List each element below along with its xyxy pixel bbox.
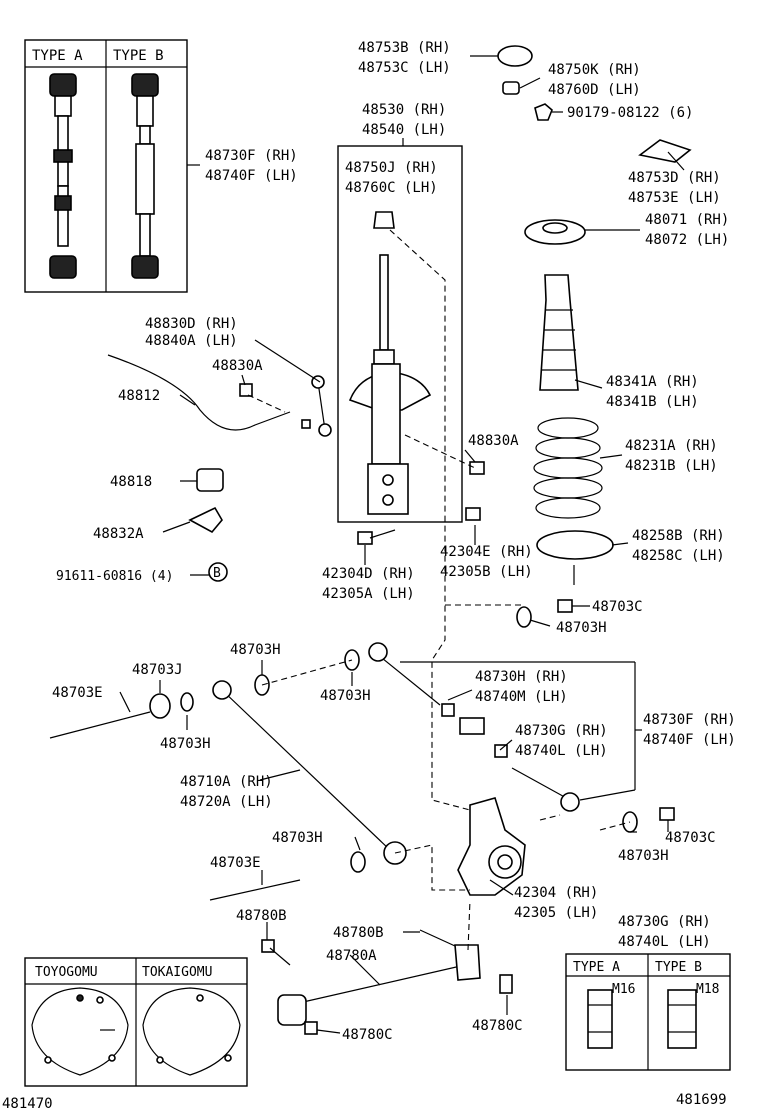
- label-48730H: 48730H (RH): [475, 669, 568, 685]
- label-48818: 48818: [110, 474, 152, 490]
- label-42304D: 42304D (RH): [322, 566, 415, 582]
- label-48740F-mid: 48740F (LH): [643, 732, 736, 748]
- label-48730F-top: 48730F (RH): [205, 148, 298, 164]
- label-48258B: 48258B (RH): [632, 528, 725, 544]
- label-48760C: 48760C (LH): [345, 180, 438, 196]
- dust-boot-illustration: [539, 274, 579, 391]
- label-42305: 42305 (LH): [514, 905, 598, 921]
- label-48072: 48072 (LH): [645, 232, 729, 248]
- type-a-size: M16: [612, 982, 635, 997]
- label-48703E-b: 48703E: [210, 855, 261, 871]
- label-91611-60816: 91611-60816 (4): [56, 569, 173, 584]
- label-48530: 48530 (RH): [362, 102, 446, 118]
- type-b-header: TYPE B: [113, 48, 164, 64]
- label-48830A-b: 48830A: [468, 433, 519, 449]
- label-42305A: 42305A (LH): [322, 586, 415, 602]
- label-48730G: 48730G (RH): [515, 723, 608, 739]
- label-48258C: 48258C (LH): [632, 548, 725, 564]
- label-48812: 48812: [118, 388, 160, 404]
- dashed-connector-lines: [247, 229, 631, 951]
- upper-mount-parts: [497, 45, 692, 245]
- label-48703H-c: 48703H: [320, 688, 371, 704]
- type-a-header-bottom: TYPE A: [573, 960, 620, 975]
- label-48703C-a: 48703C: [592, 599, 643, 615]
- type-box-title-lh: 48740L (LH): [618, 934, 711, 950]
- label-48703J: 48703J: [132, 662, 183, 678]
- type-comparison-box-bottom: 48730G (RH) 48740L (LH) TYPE A TYPE B M1…: [565, 914, 731, 1071]
- figure-number-right: 481699: [676, 1092, 727, 1108]
- label-48341B: 48341B (LH): [606, 394, 699, 410]
- spring-insulator-illustration: [536, 530, 614, 560]
- label-48071: 48071 (RH): [645, 212, 729, 228]
- label-48750J: 48750J (RH): [345, 160, 438, 176]
- type-b-size: M18: [696, 982, 719, 997]
- label-48703E-a: 48703E: [52, 685, 103, 701]
- label-48780B-b: 48780B: [333, 925, 384, 941]
- type-box-title-rh: 48730G (RH): [618, 914, 711, 930]
- figure-number-left: 481470: [2, 1096, 53, 1112]
- type-a-rod-illustration: [49, 73, 77, 279]
- label-ref-b: B: [213, 566, 221, 581]
- label-48832A: 48832A: [93, 526, 144, 542]
- strut-illustration: [348, 211, 432, 515]
- label-48720A: 48720A (LH): [180, 794, 273, 810]
- label-48780A: 48780A: [326, 948, 377, 964]
- type-a-header: TYPE A: [32, 48, 83, 64]
- label-90179-08122: 90179-08122 (6): [567, 105, 693, 121]
- type-b-header-bottom: TYPE B: [655, 960, 702, 975]
- label-42305B: 42305B (LH): [440, 564, 533, 580]
- strut-fasteners: [357, 461, 485, 545]
- brand-tokaigomu: TOKAIGOMU: [142, 965, 212, 980]
- type-b-rod-illustration: [131, 73, 159, 279]
- label-48780C-a: 48780C: [342, 1027, 393, 1043]
- label-48740F-top: 48740F (LH): [205, 168, 298, 184]
- leader-lines: [119, 55, 685, 1034]
- strut-assembly-box: [337, 145, 463, 523]
- label-48703H-d: 48703H: [160, 736, 211, 752]
- label-48540: 48540 (LH): [362, 122, 446, 138]
- label-48703C-b: 48703C: [665, 830, 716, 846]
- label-48703H-b: 48703H: [230, 642, 281, 658]
- label-48753D: 48753D (RH): [628, 170, 721, 186]
- label-48780C-b: 48780C: [472, 1018, 523, 1034]
- label-48840A: 48840A (LH): [145, 333, 238, 349]
- label-48830D: 48830D (RH): [145, 316, 238, 332]
- brand-comparison-box: TOYOGOMU TOKAIGOMU: [24, 957, 248, 1087]
- label-48753C: 48753C (LH): [358, 60, 451, 76]
- brand-toyogomu: TOYOGOMU: [35, 965, 98, 980]
- type-comparison-box-top: TYPE A TYPE B: [24, 39, 200, 293]
- label-48703H-f: 48703H: [618, 848, 669, 864]
- trailing-arm-illustration: [261, 929, 513, 1035]
- label-48710A: 48710A (RH): [180, 774, 273, 790]
- label-48341A: 48341A (RH): [606, 374, 699, 390]
- label-48753E: 48753E (LH): [628, 190, 721, 206]
- label-48760D: 48760D (LH): [548, 82, 641, 98]
- label-48740L: 48740L (LH): [515, 743, 608, 759]
- label-48703H-e: 48703H: [272, 830, 323, 846]
- label-48231B: 48231B (LH): [625, 458, 718, 474]
- label-48703H-a: 48703H: [556, 620, 607, 636]
- label-48750K: 48750K (RH): [548, 62, 641, 78]
- label-48830A-a: 48830A: [212, 358, 263, 374]
- label-48740M: 48740M (LH): [475, 689, 568, 705]
- label-48730F-mid: 48730F (RH): [643, 712, 736, 728]
- label-48780B-a: 48780B: [236, 908, 287, 924]
- label-48753B: 48753B (RH): [358, 40, 451, 56]
- label-42304E: 42304E (RH): [440, 544, 533, 560]
- coil-spring-illustration: [533, 417, 603, 519]
- label-48231A: 48231A (RH): [625, 438, 718, 454]
- lower-arm-parts: [49, 599, 675, 901]
- stabilizer-bushing-illustration: [188, 468, 228, 582]
- label-42304: 42304 (RH): [514, 885, 598, 901]
- axle-carrier-illustration: [457, 797, 526, 896]
